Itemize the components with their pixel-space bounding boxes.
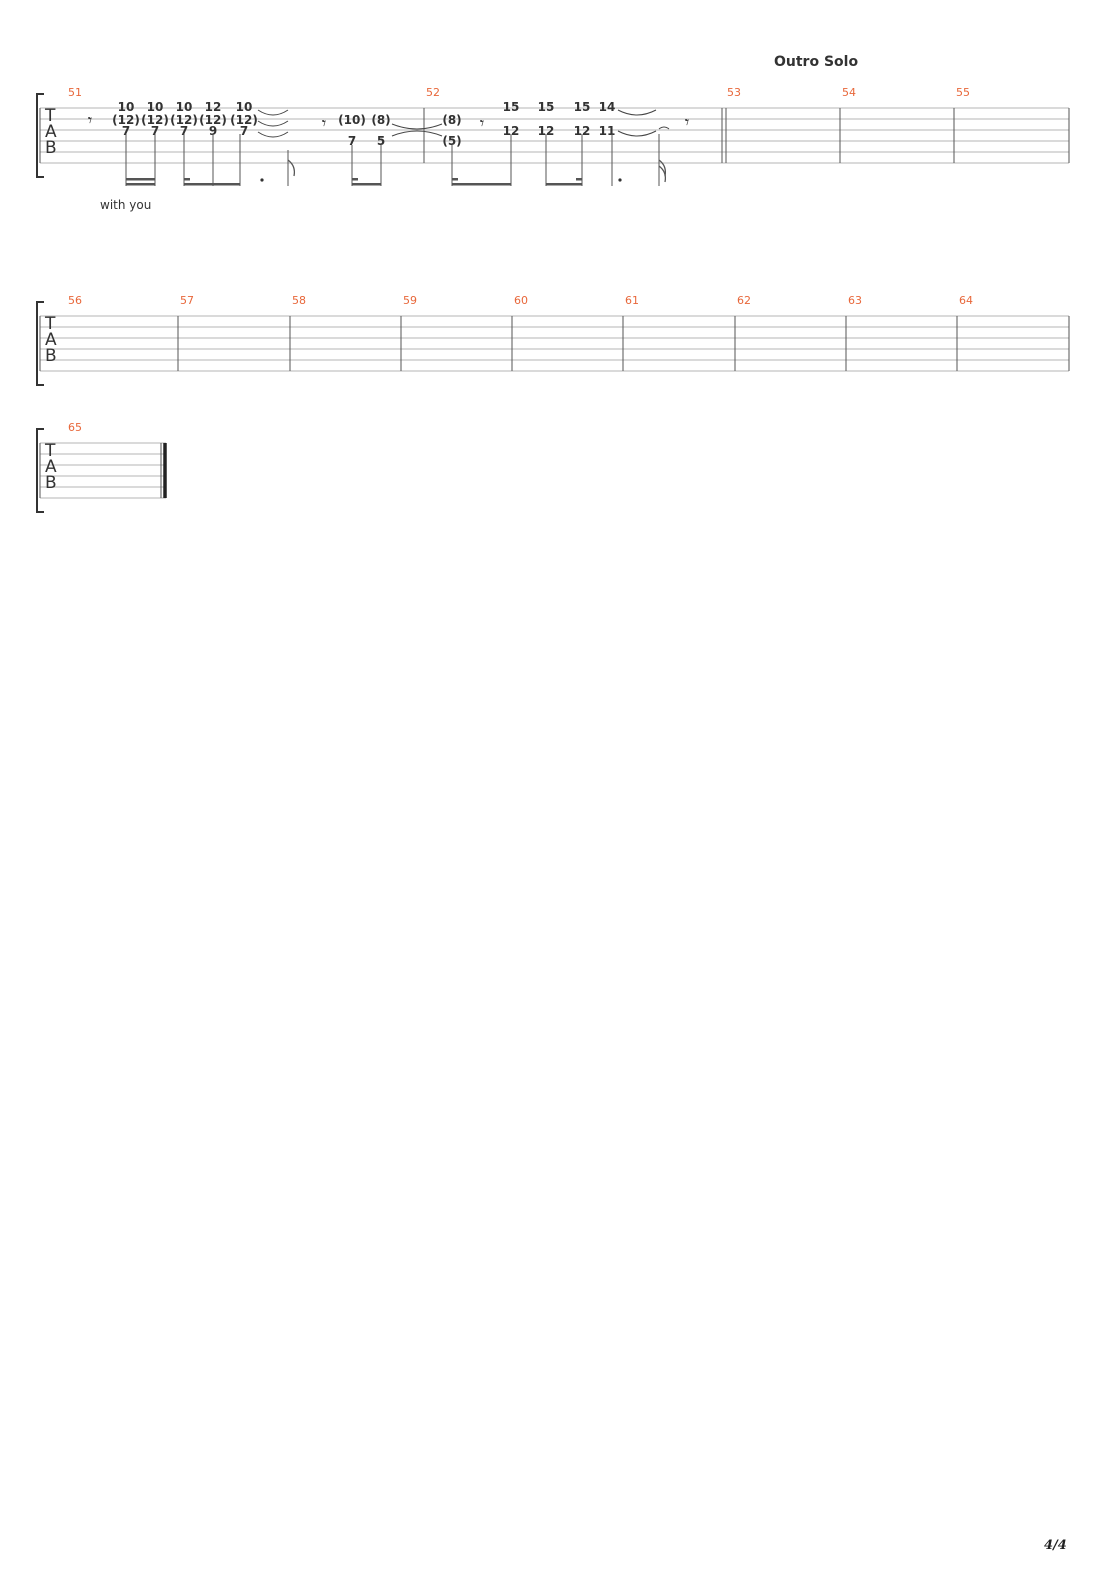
fret-number: (12) [170,113,198,127]
duration-dot [260,178,264,182]
rest-symbol: 𝄾 [685,113,690,133]
fret-number: 10 [147,100,164,114]
measure-number: 61 [625,294,639,307]
slur-arc [391,130,443,137]
tie-arc [617,109,657,116]
note-beam [352,178,358,181]
fret-number: 7 [151,124,159,138]
slur-arc [391,123,443,130]
fret-number: 15 [538,100,555,114]
fret-number: (12) [230,113,258,127]
measure-number: 57 [180,294,194,307]
fret-number: 7 [348,134,356,148]
tab-clef-letter: B [45,138,57,158]
duration-dot [618,178,622,182]
system-bracket [36,428,44,513]
fret-number: (5) [442,134,461,148]
note-beam [352,183,381,186]
tie-arc [257,131,289,138]
measure-number: 54 [842,86,856,99]
rest-symbol: 𝄾 [480,114,485,134]
fret-number: 12 [574,124,591,138]
fret-number: (8) [442,113,461,127]
fret-number: 12 [503,124,520,138]
fret-number: 15 [503,100,520,114]
measure-number: 59 [403,294,417,307]
tab-clef-letter: A [45,122,57,142]
fret-number: 9 [209,124,217,138]
tie-arc [257,120,289,127]
tab-clef-letter: T [44,441,56,461]
fret-number: 12 [205,100,222,114]
fret-number: 10 [236,100,253,114]
fret-number: 10 [118,100,135,114]
note-beam [452,183,511,186]
system-bracket [36,301,44,386]
rest-symbol: 𝄾 [322,114,327,134]
lyrics-text: with you [100,198,152,212]
fret-number: (12) [112,113,140,127]
slide-mark [658,126,670,130]
fret-number: 11 [599,124,616,138]
tab-clef-letter: A [45,457,57,477]
measure-number: 56 [68,294,82,307]
fret-number: 7 [180,124,188,138]
measure-number: 58 [292,294,306,307]
measure-number: 60 [514,294,528,307]
fret-number: (10) [338,113,366,127]
system-bracket [36,93,44,178]
measure-number: 53 [727,86,741,99]
tie-arc [617,130,657,137]
rest-symbol: 𝄾 [88,111,93,131]
measure-number: 55 [956,86,970,99]
fret-number: 14 [599,100,616,114]
fret-number: 10 [176,100,193,114]
fret-number: 12 [538,124,555,138]
note-beam [126,183,155,186]
tab-clef-letter: B [45,473,57,493]
note-beam [126,178,155,181]
fret-number: 7 [240,124,248,138]
measure-number: 63 [848,294,862,307]
note-beam [184,178,190,181]
measure-number: 65 [68,421,82,434]
note-flag [658,165,667,183]
note-beam [546,183,582,186]
tab-clef-letter: T [44,314,56,334]
note-beam [576,178,582,181]
tab-clef-letter: A [45,330,57,350]
tab-clef-letter: T [44,106,56,126]
fret-number: 7 [122,124,130,138]
page-number: 4/4 [1044,1538,1067,1553]
measure-number: 64 [959,294,973,307]
note-beam [452,178,458,181]
fret-number: (12) [141,113,169,127]
measure-number: 51 [68,86,82,99]
fret-number: 15 [574,100,591,114]
fret-number: (8) [371,113,390,127]
note-beam [184,183,240,186]
tie-arc [257,109,289,116]
measure-number: 62 [737,294,751,307]
note-flag [287,159,296,177]
measure-number: 52 [426,86,440,99]
fret-number: (12) [199,113,227,127]
fret-number: 5 [377,134,385,148]
section-label: Outro Solo [774,54,859,70]
tab-clef-letter: B [45,346,57,366]
